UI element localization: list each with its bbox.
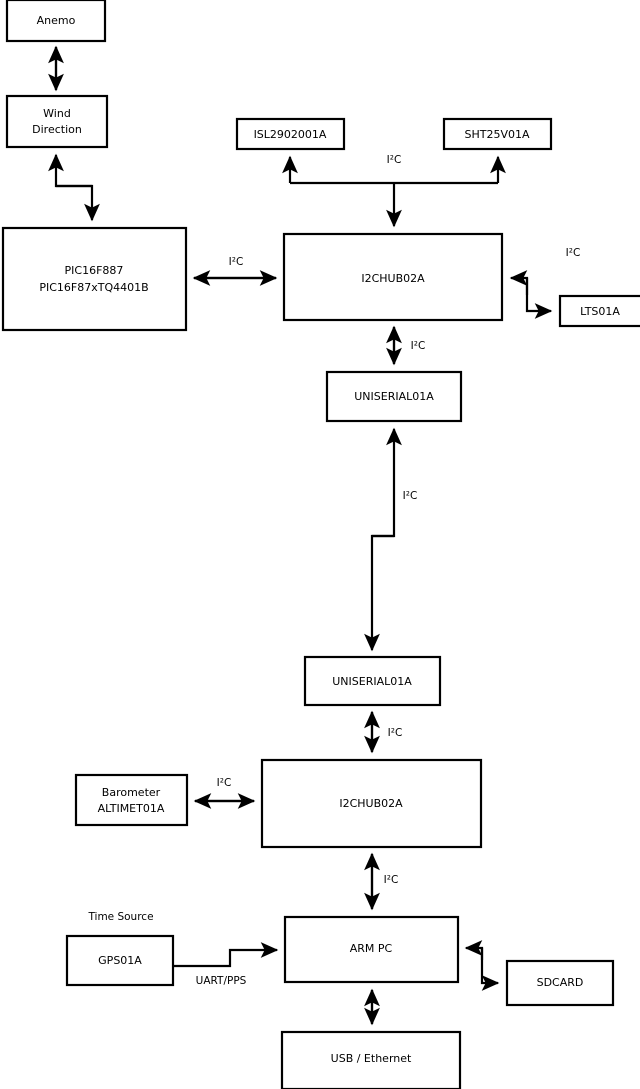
edge-path-down [56, 184, 100, 222]
edge-label-uart-pps: UART/PPS [196, 975, 247, 987]
edge-path-down [364, 534, 394, 652]
node-wind-direction[interactable]: Wind Direction [5, 94, 109, 149]
node-lts01a-label: LTS01A [580, 305, 620, 318]
edge-gps-armpc [173, 942, 279, 968]
node-barometer-label-line1: Barometer [102, 786, 161, 799]
edge-label-lts: I²C [566, 247, 581, 259]
edge-labels-layer: I²C I²C I²C I²C I²C I²C I²C I²C UART/PPS [196, 154, 581, 987]
node-usb-ethernet[interactable]: USB / Ethernet [280, 1030, 462, 1089]
node-gps01a-label: GPS01A [98, 954, 142, 967]
node-isl2902001a-label: ISL2902001A [254, 128, 327, 141]
edge-path-up [48, 153, 92, 188]
node-arm-pc[interactable]: ARM PC [283, 915, 460, 984]
node-sdcard-label: SDCARD [537, 976, 584, 989]
node-wind-direction-label-line1: Wind [43, 107, 71, 120]
node-uniserial01a-top-label: UNISERIAL01A [354, 390, 434, 403]
edge-armpc-sdcard [464, 940, 500, 991]
node-i2chub02a-bottom[interactable]: I2CHUB02A [260, 758, 483, 849]
node-anemo-label: Anemo [37, 14, 76, 27]
edge-label-hub-uniserial: I²C [411, 340, 426, 352]
free-labels-layer: Time Source [87, 911, 153, 923]
node-pic-mcu-label-line1: PIC16F887 [65, 264, 124, 277]
edge-label-uniserial-hub-bottom: I²C [388, 727, 403, 739]
node-sht25v01a-label: SHT25V01A [464, 128, 529, 141]
edge-wind-pic [48, 153, 100, 222]
node-sdcard[interactable]: SDCARD [505, 959, 615, 1007]
node-anemo[interactable]: Anemo [5, 0, 107, 43]
edge-label-pic-hub: I²C [229, 256, 244, 268]
edge-path-lts-in [509, 270, 529, 295]
node-pic-mcu[interactable]: PIC16F887 PIC16F87xTQ4401B [1, 226, 188, 332]
node-i2chub02a-bottom-label: I2CHUB02A [339, 797, 403, 810]
edge-uniserial-uniserial [364, 427, 402, 652]
node-barometer[interactable]: Barometer ALTIMET01A [74, 773, 189, 827]
edge-path-uart [173, 942, 279, 968]
node-uniserial01a-bottom[interactable]: UNISERIAL01A [303, 655, 442, 707]
edge-label-barometer: I²C [217, 777, 232, 789]
node-gps01a[interactable]: GPS01A [65, 934, 175, 987]
node-arm-pc-label: ARM PC [350, 942, 393, 955]
edge-path-lts-out [525, 278, 553, 319]
label-time-source: Time Source [87, 911, 153, 923]
edges-layer [48, 45, 553, 1026]
node-wind-direction-label-line2: Direction [32, 123, 82, 136]
edge-path-up [372, 427, 402, 538]
edge-path-sd-in [464, 940, 484, 960]
edge-label-uniserial-uniserial: I²C [403, 490, 418, 502]
node-uniserial01a-top[interactable]: UNISERIAL01A [325, 370, 463, 423]
node-lts01a[interactable]: LTS01A [558, 294, 640, 328]
edge-label-sensors: I²C [387, 154, 402, 166]
node-barometer-label-line2: ALTIMET01A [98, 802, 165, 815]
edge-hub-sensors [282, 155, 506, 228]
node-isl2902001a[interactable]: ISL2902001A [235, 117, 346, 151]
node-sht25v01a[interactable]: SHT25V01A [442, 117, 553, 151]
edge-label-hub-armpc: I²C [384, 874, 399, 886]
edge-hub-lts [509, 270, 553, 319]
node-pic-mcu-label-line2: PIC16F87xTQ4401B [39, 281, 148, 294]
node-usb-ethernet-label: USB / Ethernet [331, 1052, 412, 1065]
edge-path-sd-out [480, 948, 500, 991]
node-i2chub02a-top[interactable]: I2CHUB02A [282, 232, 504, 322]
node-i2chub02a-top-label: I2CHUB02A [361, 272, 425, 285]
node-uniserial01a-bottom-label: UNISERIAL01A [332, 675, 412, 688]
